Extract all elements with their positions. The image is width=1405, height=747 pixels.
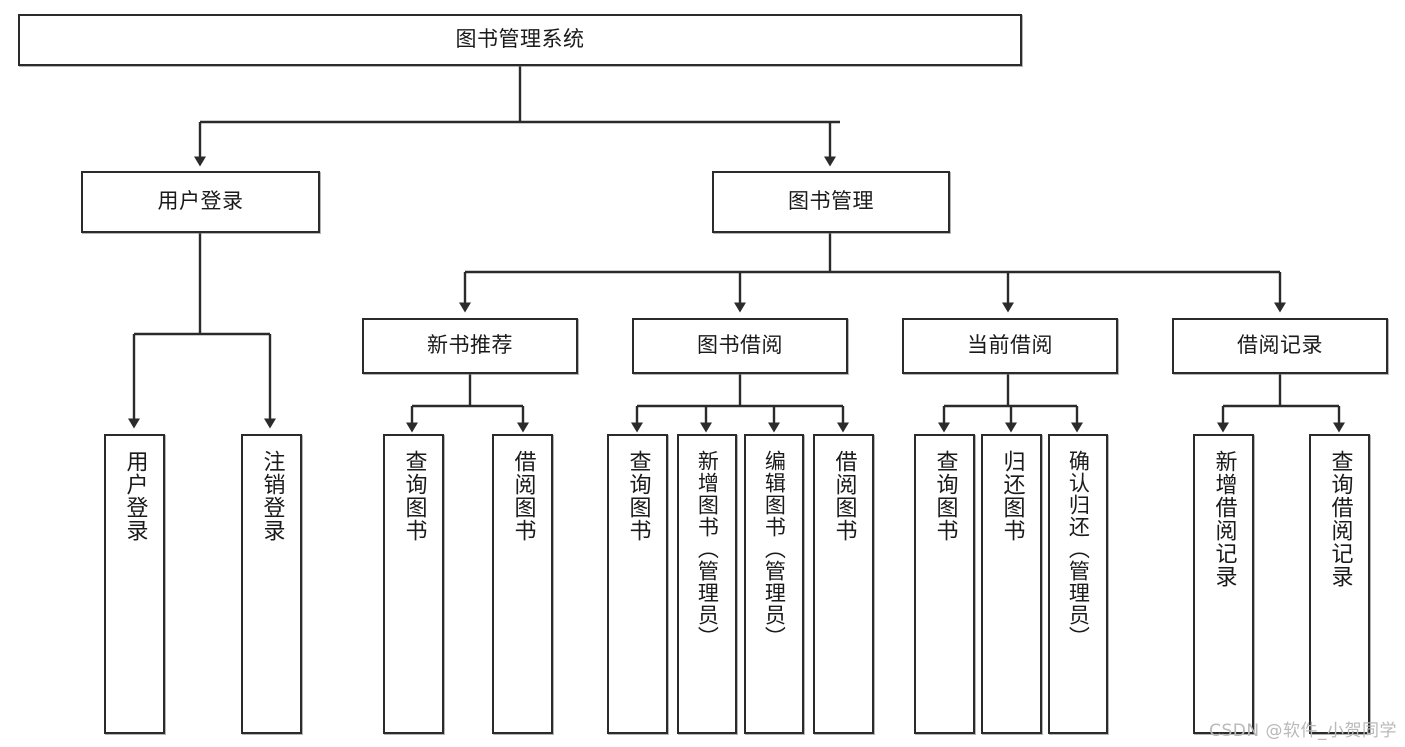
leaf-add-book[interactable]: 新增图书（管理员） <box>677 434 737 734</box>
node-label: 图书借阅 <box>697 333 783 358</box>
node-label: 图书管理系统 <box>455 27 585 52</box>
leaf-logout-login[interactable]: 注销登录 <box>241 434 302 734</box>
node-label: 查询图书 <box>401 450 427 542</box>
node-label: 确认归还（管理员） <box>1066 450 1091 648</box>
node-label: 当前借阅 <box>967 333 1053 358</box>
node-label: 查询借阅记录 <box>1327 450 1353 588</box>
node-label: 用户登录 <box>122 450 148 542</box>
node-label: 借阅图书 <box>831 450 857 542</box>
leaf-borrow-book-borrow[interactable]: 借阅图书 <box>813 434 874 734</box>
node-label: 编辑图书（管理员） <box>762 450 787 648</box>
node-new-book-recommend[interactable]: 新书推荐 <box>362 318 578 374</box>
node-book-borrow[interactable]: 图书借阅 <box>632 318 848 374</box>
node-label: 借阅图书 <box>510 450 536 542</box>
node-current-borrow[interactable]: 当前借阅 <box>902 318 1118 374</box>
node-book-management[interactable]: 图书管理 <box>712 171 950 233</box>
node-label: 注销登录 <box>259 450 285 542</box>
node-root-system[interactable]: 图书管理系统 <box>18 14 1022 66</box>
leaf-query-book-new-recommend[interactable]: 查询图书 <box>383 434 444 734</box>
node-label: 图书管理 <box>788 189 874 214</box>
leaf-add-borrow-record[interactable]: 新增借阅记录 <box>1193 434 1254 734</box>
leaf-edit-book[interactable]: 编辑图书（管理员） <box>744 434 804 734</box>
node-label: 用户登录 <box>157 189 244 214</box>
leaf-return-book[interactable]: 归还图书 <box>981 434 1042 734</box>
node-label: 归还图书 <box>999 450 1025 542</box>
node-label: 查询图书 <box>625 450 651 542</box>
node-borrow-record[interactable]: 借阅记录 <box>1172 318 1388 374</box>
node-label: 新增借阅记录 <box>1211 450 1237 588</box>
leaf-confirm-return[interactable]: 确认归还（管理员） <box>1048 434 1108 734</box>
leaf-borrow-book-new-recommend[interactable]: 借阅图书 <box>492 434 553 734</box>
node-user-login[interactable]: 用户登录 <box>81 171 320 233</box>
leaf-query-book-borrow[interactable]: 查询图书 <box>607 434 668 734</box>
leaf-user-login[interactable]: 用户登录 <box>104 434 165 734</box>
node-label: 新增图书（管理员） <box>695 450 720 648</box>
leaf-query-book-current[interactable]: 查询图书 <box>914 434 975 734</box>
node-label: 查询图书 <box>932 450 958 542</box>
watermark-text: CSDN @软件_小贺同学 <box>1209 721 1397 741</box>
node-label: 借阅记录 <box>1237 333 1323 358</box>
leaf-query-borrow-record[interactable]: 查询借阅记录 <box>1309 434 1370 734</box>
node-label: 新书推荐 <box>427 333 513 358</box>
